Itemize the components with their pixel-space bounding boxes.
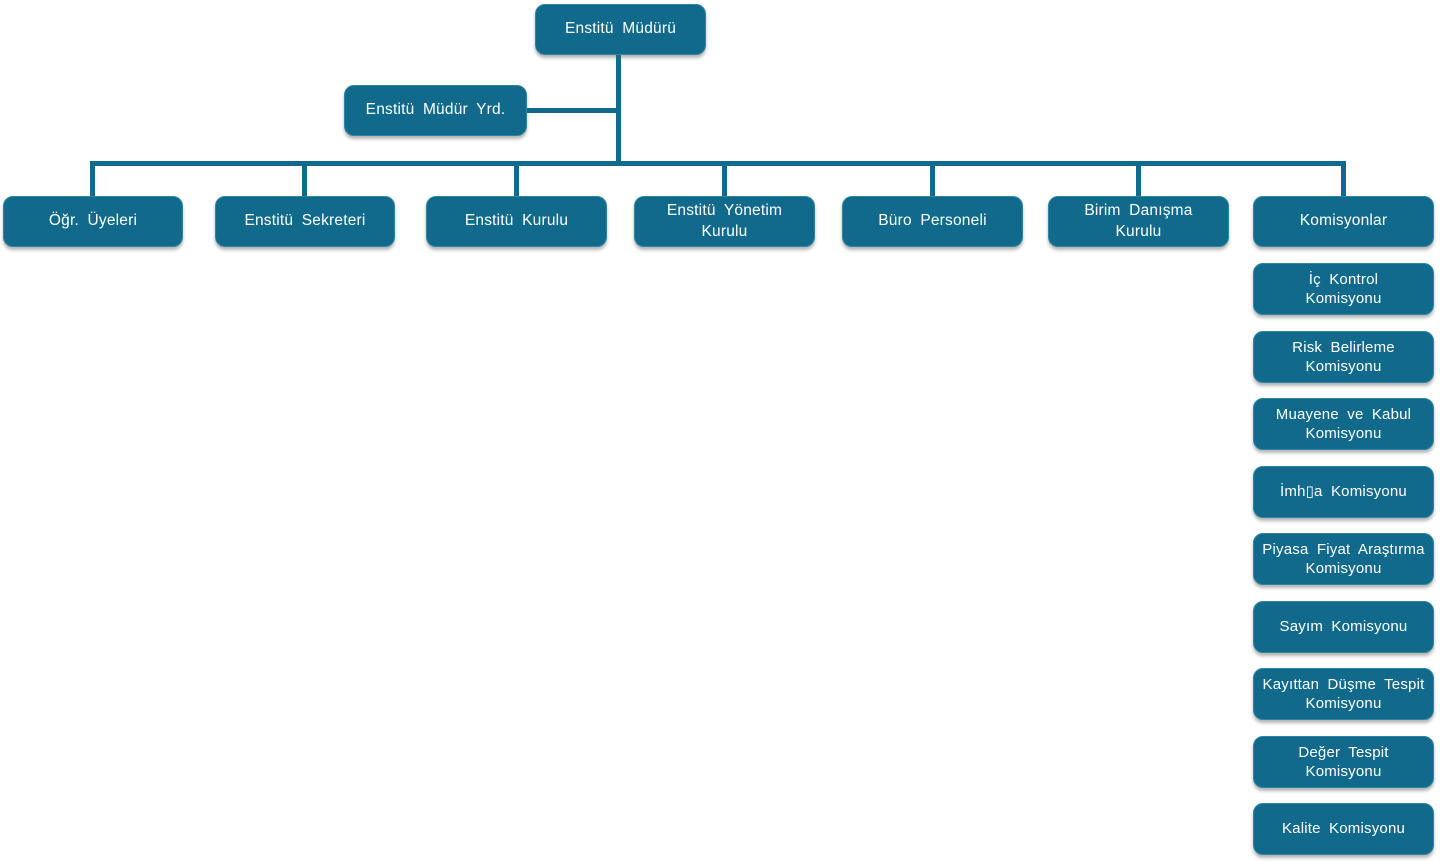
node-enstitu-kurulu: Enstitü Kurulu bbox=[426, 196, 607, 247]
node-deger-tespit-komisyonu: Değer Tespit Komisyonu bbox=[1253, 736, 1434, 788]
node-enstitu-kurulu-label: Enstitü Kurulu bbox=[464, 212, 569, 230]
node-risk-belirleme-komisyonu: Risk Belirleme Komisyonu bbox=[1253, 331, 1434, 383]
connector-drop-enstitu-kurulu bbox=[514, 161, 519, 196]
connector-drop-komisyonlar bbox=[1341, 161, 1346, 196]
node-enstitu-muduru-label: Enstitü Müdürü bbox=[564, 20, 677, 38]
connector-distribution-horizontal bbox=[90, 161, 1346, 166]
connector-deputy-horizontal bbox=[527, 108, 619, 113]
node-imha-komisyonu-label: İmh▯a Komisyonu bbox=[1280, 483, 1407, 501]
node-piyasa-fiyat-arastirma-komisyonu-label: Piyasa Fiyat Araştırma Komisyonu bbox=[1262, 540, 1425, 578]
node-komisyonlar: Komisyonlar bbox=[1253, 196, 1434, 247]
connector-drop-birim-danisma-kurulu bbox=[1136, 161, 1141, 196]
node-birim-danisma-kurulu-label: Birim Danışma Kurulu bbox=[1084, 202, 1193, 240]
node-enstitu-sekreteri: Enstitü Sekreteri bbox=[215, 196, 395, 247]
node-ic-kontrol-komisyonu: İç Kontrol Komisyonu bbox=[1253, 263, 1434, 315]
node-imha-komisyonu: İmh▯a Komisyonu bbox=[1253, 466, 1434, 518]
node-risk-belirleme-komisyonu-label: Risk Belirleme Komisyonu bbox=[1292, 338, 1395, 376]
node-ogr-uyeleri: Öğr. Üyeleri bbox=[3, 196, 183, 247]
node-birim-danisma-kurulu: Birim Danışma Kurulu bbox=[1048, 196, 1229, 247]
node-komisyonlar-label: Komisyonlar bbox=[1299, 212, 1388, 230]
node-kayittan-dusme-tespit-komisyonu-label: Kayıttan Düşme Tespit Komisyonu bbox=[1262, 675, 1425, 713]
connector-drop-buro-personeli bbox=[930, 161, 935, 196]
connector-drop-ogr-uyeleri bbox=[90, 161, 95, 196]
node-enstitu-mudur-yrd-label: Enstitü Müdür Yrd. bbox=[365, 101, 506, 119]
node-buro-personeli: Büro Personeli bbox=[842, 196, 1023, 247]
node-enstitu-mudur-yrd: Enstitü Müdür Yrd. bbox=[344, 85, 527, 136]
node-enstitu-yonetim-kurulu: Enstitü Yönetim Kurulu bbox=[634, 196, 815, 247]
node-muayene-ve-kabul-komisyonu: Muayene ve Kabul Komisyonu bbox=[1253, 398, 1434, 450]
node-enstitu-yonetim-kurulu-label: Enstitü Yönetim Kurulu bbox=[666, 202, 783, 240]
node-ogr-uyeleri-label: Öğr. Üyeleri bbox=[48, 212, 138, 230]
node-sayim-komisyonu-label: Sayım Komisyonu bbox=[1279, 618, 1408, 636]
node-enstitu-sekreteri-label: Enstitü Sekreteri bbox=[244, 212, 366, 230]
node-kayittan-dusme-tespit-komisyonu: Kayıttan Düşme Tespit Komisyonu bbox=[1253, 668, 1434, 720]
node-muayene-ve-kabul-komisyonu-label: Muayene ve Kabul Komisyonu bbox=[1275, 405, 1412, 443]
node-piyasa-fiyat-arastirma-komisyonu: Piyasa Fiyat Araştırma Komisyonu bbox=[1253, 533, 1434, 585]
node-kalite-komisyonu: Kalite Komisyonu bbox=[1253, 803, 1434, 855]
node-sayim-komisyonu: Sayım Komisyonu bbox=[1253, 601, 1434, 653]
node-ic-kontrol-komisyonu-label: İç Kontrol Komisyonu bbox=[1305, 270, 1382, 308]
node-deger-tespit-komisyonu-label: Değer Tespit Komisyonu bbox=[1298, 743, 1389, 781]
connector-drop-enstitu-sekreteri bbox=[302, 161, 307, 196]
connector-drop-enstitu-yonetim-kurulu bbox=[722, 161, 727, 196]
node-kalite-komisyonu-label: Kalite Komisyonu bbox=[1281, 820, 1406, 838]
node-buro-personeli-label: Büro Personeli bbox=[878, 212, 987, 230]
node-enstitu-muduru: Enstitü Müdürü bbox=[535, 4, 706, 55]
